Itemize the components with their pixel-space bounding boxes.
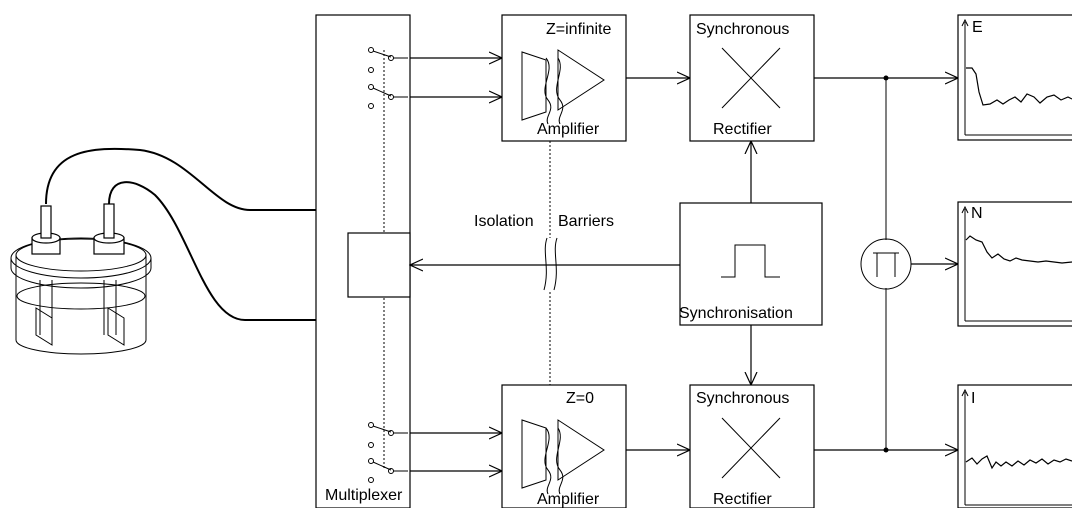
amplifier-top-label: Amplifier	[537, 121, 600, 138]
output-e-label: E	[972, 19, 983, 36]
square-pulse-icon	[721, 244, 780, 278]
cell-cable-upper	[45, 147, 316, 211]
output-n-plot: N	[957, 201, 1072, 327]
synchronisation-label: Synchronisation	[679, 305, 793, 322]
amplifier-bottom-impedance: Z=0	[566, 390, 594, 407]
output-i-label: I	[971, 390, 975, 407]
electrochemical-cell-icon	[10, 203, 152, 355]
multiplexer-control	[347, 232, 411, 298]
rectifier-bottom-label: Rectifier	[713, 491, 772, 508]
multiplexer-label: Multiplexer	[325, 487, 403, 504]
barriers-label: Barriers	[558, 213, 614, 230]
amplifier-bottom-label: Amplifier	[537, 491, 600, 508]
isolation-barriers: Isolation Barriers	[474, 141, 614, 385]
rectifier-top-title: Synchronous	[696, 21, 789, 38]
output-i-plot: I	[957, 384, 1072, 508]
amplifier-top: Z=infinite Amplifier	[501, 14, 627, 142]
multiplexer-switches-bottom	[368, 422, 408, 483]
multiplexer-switches-top	[368, 47, 408, 109]
amplifier-bottom: Z=0 Amplifier	[501, 384, 627, 508]
cell-cable-lower	[108, 181, 316, 321]
rectifier-top-label: Rectifier	[713, 121, 772, 138]
synchronisation-block: Synchronisation	[679, 202, 823, 326]
output-n-label: N	[971, 205, 983, 222]
synchronous-rectifier-bottom: Synchronous Rectifier	[689, 384, 815, 508]
synchronous-rectifier-top: Synchronous Rectifier	[689, 14, 815, 142]
rectifier-bottom-title: Synchronous	[696, 390, 789, 407]
isolation-label: Isolation	[474, 213, 534, 230]
output-e-plot: E	[957, 14, 1072, 141]
pi-product-symbol	[860, 238, 912, 290]
amplifier-top-impedance: Z=infinite	[546, 21, 611, 38]
